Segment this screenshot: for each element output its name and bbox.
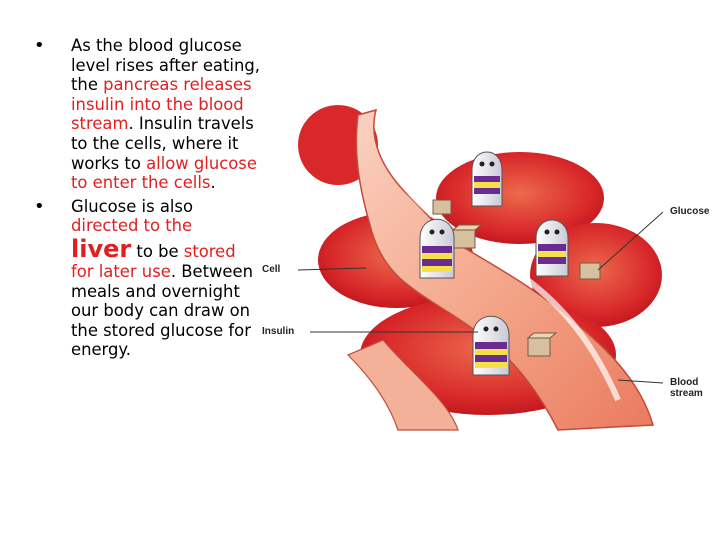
text-span: As the blood glucose level rises after e… — [71, 36, 260, 95]
glucose-box-icon — [579, 262, 601, 280]
bullet-text: As the blood glucose level rises after e… — [71, 36, 260, 192]
illustration-svg — [297, 105, 664, 431]
cell-leader-line — [297, 267, 367, 271]
blood-stream-vessel-left — [346, 339, 459, 431]
glucose-leader-line — [597, 211, 664, 271]
bullet-item-insulin: • As the blood glucose level rises after… — [34, 36, 260, 193]
label-blood-stream: Blood stream — [670, 377, 703, 399]
glucose-box-icon — [432, 199, 452, 215]
insulin-character-icon — [471, 151, 503, 207]
text-span: Glucose is also — [71, 196, 193, 216]
insulin-character-icon — [419, 218, 455, 279]
text-span: . Between meals and overnight our body c… — [71, 261, 253, 360]
bullet-list: • As the blood glucose level rises after… — [34, 36, 260, 360]
highlight-directed: directed to the — [71, 216, 193, 236]
blood-stream-leader-line — [617, 379, 664, 384]
bullet-dot-icon: • — [34, 195, 45, 217]
label-insulin: Insulin — [262, 326, 295, 337]
bullet-item-liver: • Glucose is also directed to the liver … — [34, 197, 260, 360]
insulin-character-icon — [535, 219, 569, 277]
text-span: . — [210, 173, 216, 193]
glucose-box-icon — [451, 224, 483, 249]
insulin-character-icon — [472, 315, 510, 376]
text-span: to be — [131, 241, 184, 261]
bullet-text: Glucose is also directed to the liver to… — [71, 197, 253, 360]
highlight-glucose-enter: allow glucose to enter the cells — [71, 153, 257, 193]
highlight-liver: liver — [71, 234, 132, 263]
glucose-box-icon — [526, 332, 558, 357]
vessel-highlight — [385, 158, 621, 402]
insulin-glucose-illustration: Cell Insulin Glucose Blood stream — [258, 100, 728, 440]
bullet-dot-icon: • — [34, 35, 45, 56]
text-span: . Insulin travels to the cells, where it… — [71, 114, 254, 173]
label-cell: Cell — [262, 264, 281, 275]
highlight-stored: stored for later use — [71, 241, 236, 281]
highlight-pancreas: pancreas releases insulin into the blood… — [71, 75, 252, 134]
label-glucose: Glucose — [670, 206, 710, 217]
